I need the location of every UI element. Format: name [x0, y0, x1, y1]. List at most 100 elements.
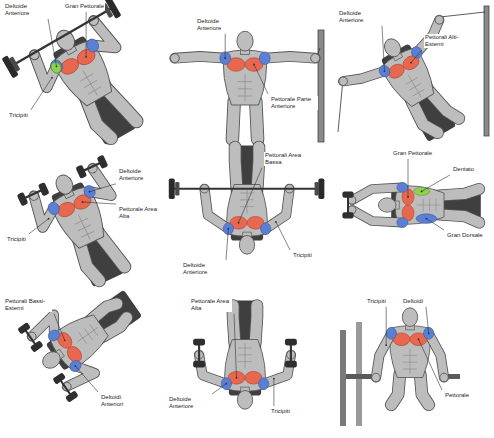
dumbbell-weight: [342, 212, 353, 218]
limb: [376, 333, 391, 377]
leader-line: [31, 78, 52, 110]
leader-dot: [428, 332, 430, 334]
dumbbell-weight: [30, 340, 44, 352]
dumbbell: [52, 372, 78, 402]
limb-outline: [420, 374, 429, 405]
dumbbell-weight: [285, 361, 297, 368]
limb: [441, 215, 479, 223]
limb: [266, 189, 290, 229]
muscle-label: Gran Pettorale: [64, 3, 105, 10]
leader-line: [212, 384, 226, 394]
leader-line: [86, 12, 87, 57]
muscle-label: Deltoide Anteriore: [196, 18, 238, 32]
head: [378, 198, 396, 212]
cable-machine: [484, 6, 489, 136]
deltoid-muscle: [223, 223, 233, 235]
head: [39, 348, 63, 371]
deltoid-muscle: [221, 378, 231, 390]
head: [53, 172, 76, 197]
leader-dot: [273, 378, 275, 380]
dumbbell-weight: [52, 372, 66, 384]
leader-dot: [227, 228, 229, 230]
dumbbell-weight: [65, 390, 79, 402]
leader-dot: [48, 218, 50, 220]
abs-line: [78, 215, 89, 239]
leader-line: [239, 168, 263, 223]
leader-dot: [426, 218, 428, 220]
hand: [337, 75, 349, 87]
deltoid-muscle: [397, 183, 408, 193]
leader-dot: [75, 365, 77, 367]
muscle-label: Deltoidi Anteriori: [100, 394, 142, 408]
limb: [420, 374, 429, 405]
muscle-label: Deltoide Anteriore: [168, 396, 210, 410]
leader-line: [254, 65, 268, 95]
muscle-label: Deltoide Anteriore: [118, 168, 160, 182]
leader-dot: [64, 339, 66, 341]
barbell-plate: [169, 179, 175, 199]
leader-line: [54, 314, 65, 341]
muscle-label: Dentato: [452, 166, 475, 173]
dumbbell-weight: [193, 339, 205, 346]
athlete-figure: [333, 10, 493, 165]
dumbbell-weight: [17, 192, 29, 206]
dumbbell: [285, 339, 297, 368]
limb-outline: [232, 101, 234, 139]
limb-outline: [256, 101, 258, 139]
muscle-label: Pettorale: [444, 392, 470, 399]
leader-line: [273, 379, 274, 406]
muscle-label: Deltoidi: [402, 298, 424, 305]
leader-dot: [82, 201, 84, 203]
athlete-figure: [169, 145, 325, 254]
head: [237, 31, 253, 51]
barbell-plate: [315, 182, 319, 196]
latissimus-muscle: [416, 214, 437, 224]
abs-line: [408, 75, 421, 97]
abs-line: [417, 205, 441, 206]
limb: [352, 210, 402, 223]
limb-outline: [429, 333, 444, 377]
limb: [257, 147, 259, 188]
leader-dot: [225, 383, 227, 385]
barbell-plate: [175, 182, 179, 196]
abs-line: [83, 71, 97, 96]
dumbbell-weight: [285, 339, 297, 346]
leader-dot: [238, 222, 240, 224]
leader-line: [408, 159, 409, 197]
leader-line: [426, 219, 444, 230]
dumbbell-weight: [342, 191, 353, 197]
dumbbell: [193, 339, 205, 368]
limb: [77, 243, 99, 283]
leader-dot: [51, 77, 53, 79]
limb-outline: [264, 355, 291, 384]
muscle-label: Pettorale Parte Anteriore: [270, 96, 318, 110]
dip-station: [340, 330, 346, 426]
limb-outline: [266, 189, 290, 229]
deltoid-muscle: [48, 58, 65, 75]
limb-outline: [352, 187, 402, 200]
hand: [440, 373, 449, 382]
dumbbell-weight: [75, 164, 87, 178]
leader-dot: [56, 65, 58, 67]
deltoid-muscle: [259, 52, 270, 65]
hand: [433, 14, 445, 26]
muscle-label: Gran Pettorale: [392, 150, 433, 157]
limb-outline: [441, 215, 479, 223]
abs-line: [77, 327, 98, 342]
limb: [199, 355, 226, 384]
dumbbell-weight: [38, 182, 50, 196]
leader-line: [386, 307, 387, 345]
limb-outline: [199, 355, 226, 384]
abs-line: [245, 343, 246, 369]
muscle-label: Pettorale Area Alta: [118, 206, 160, 220]
highlight-muscle: [49, 60, 63, 75]
leader-line: [82, 202, 116, 204]
leader-line: [276, 222, 290, 250]
limb-outline: [175, 56, 225, 58]
athlete-figure: [170, 31, 319, 139]
limb-outline: [255, 306, 257, 343]
limb-outline: [77, 243, 99, 283]
deltoid-muscle: [409, 45, 424, 60]
